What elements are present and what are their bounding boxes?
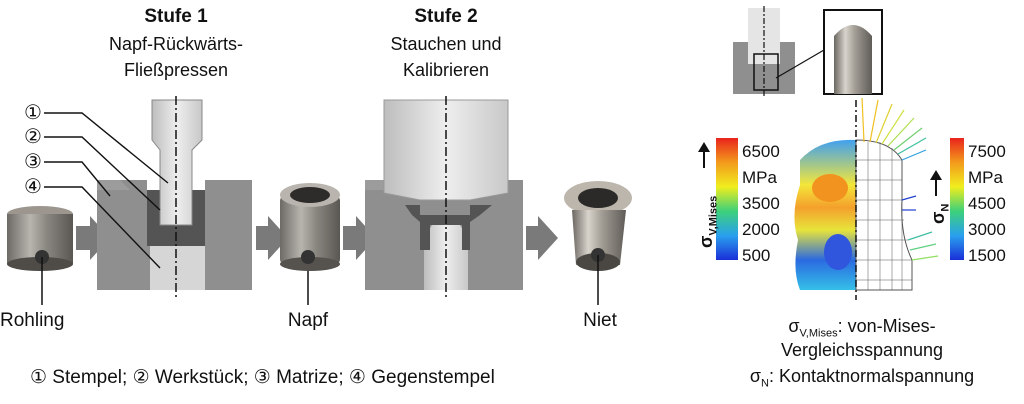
flow-arrow-1 — [76, 216, 110, 260]
rivet-workpiece — [405, 205, 492, 250]
blank-photo — [7, 206, 73, 271]
normal-color-bar — [950, 138, 964, 260]
callout-2: ② — [24, 126, 42, 148]
mises-tick-5: 500 — [742, 246, 771, 265]
contact-pressure-vectors — [861, 97, 939, 261]
punch — [151, 99, 203, 226]
stage1-line1: Napf-Rückwärts- — [108, 34, 244, 54]
rivet-leader — [591, 248, 605, 305]
fem-overview — [733, 6, 825, 96]
mises-tick-2: MPa — [742, 168, 777, 187]
stage2-tool — [365, 96, 523, 298]
counter-punch — [150, 246, 205, 290]
callout-4: ④ — [24, 176, 42, 198]
stage1-tool — [97, 96, 252, 298]
mises-color-bar — [716, 138, 738, 260]
normal-axis-label: σN — [928, 203, 952, 224]
workpiece — [147, 190, 205, 246]
callout-3: ③ — [24, 151, 42, 173]
note-normal: σN: Kontaktnormalspannung — [749, 366, 975, 390]
note-mises-2: Vergleichsspannung — [780, 340, 944, 360]
label-blank: Rohling — [0, 310, 65, 331]
stage2-title: Stufe 2 — [414, 6, 478, 27]
mises-tick-4: 2000 — [742, 220, 780, 239]
normal-tick-2: MPa — [968, 168, 1003, 187]
label-rivet: Niet — [583, 310, 617, 331]
flow-arrow-2 — [256, 216, 288, 260]
legend-text: ① Stempel; ② Werkstück; ③ Matrize; ④ Geg… — [30, 367, 495, 388]
cup-photo — [280, 183, 340, 271]
rivet-detail-photo — [823, 9, 883, 95]
callout-leaders — [44, 112, 169, 269]
stage2-line1: Stauchen und — [390, 34, 502, 54]
flow-arrow-4 — [526, 216, 558, 260]
mises-tick-3: 3500 — [742, 194, 780, 213]
label-cup: Napf — [287, 310, 329, 331]
up-arrows — [698, 142, 942, 196]
fem-mesh-half — [855, 139, 913, 291]
cup-leader-dot — [301, 250, 315, 264]
stage1-line2: Fließpressen — [123, 60, 229, 80]
flow-arrow-3 — [343, 216, 376, 260]
fem-mises-half — [794, 139, 856, 290]
callout-1: ① — [24, 102, 42, 124]
normal-tick-4: 3000 — [968, 220, 1006, 239]
normal-tick-5: 1500 — [968, 246, 1006, 265]
mises-axis-label: σV,Mises — [696, 195, 720, 248]
normal-tick-1: 7500 — [968, 142, 1006, 161]
normal-tick-3: 4500 — [968, 194, 1006, 213]
mises-tick-1: 6500 — [742, 142, 780, 161]
stage1-title: Stufe 1 — [144, 6, 208, 27]
note-mises: σV,Mises: von-Mises- — [788, 316, 936, 340]
stage2-line2: Kalibrieren — [402, 60, 490, 80]
